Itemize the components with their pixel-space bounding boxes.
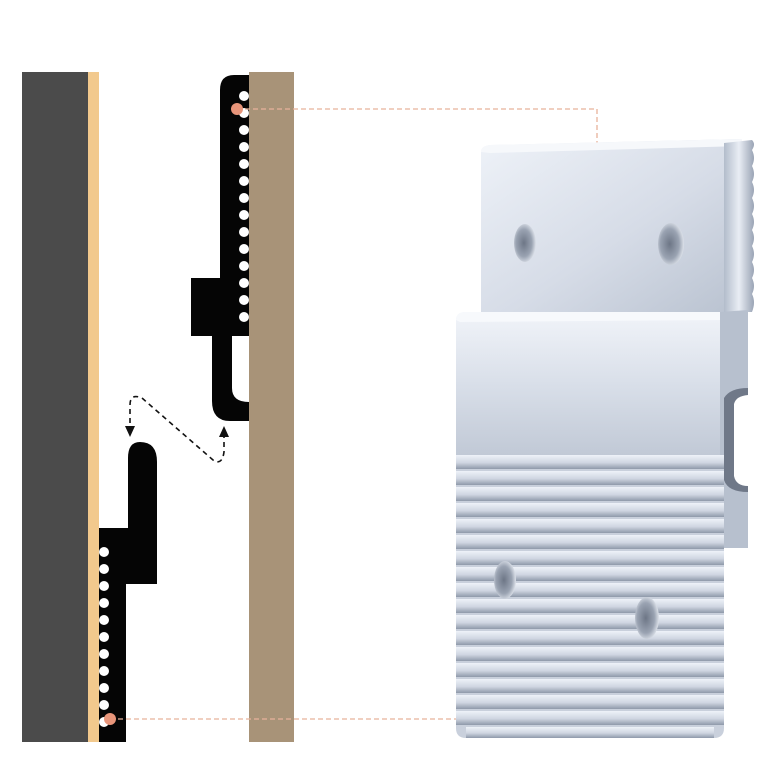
cross-section <box>22 72 294 742</box>
callout-dot-lower-section <box>104 713 116 725</box>
mounting-hole-upper-left <box>514 224 536 262</box>
upper-clip-profile <box>191 75 249 421</box>
lower-clip-profile <box>99 442 157 742</box>
lower-ribbed-plate <box>456 455 724 738</box>
upper-plate <box>481 139 754 312</box>
dashed-engagement-arrow-icon <box>125 395 229 463</box>
adhesive-strip <box>88 72 99 742</box>
middle-step <box>456 310 748 548</box>
mounting-hole-lower-right <box>635 597 659 639</box>
callout-dot-upper-section <box>231 103 243 115</box>
wall-board <box>249 72 294 742</box>
lower-clip-teeth <box>99 547 109 727</box>
mounting-hole-lower-left <box>494 561 516 599</box>
upper-clip-teeth <box>239 91 249 322</box>
z-clip-3d-render <box>456 139 754 738</box>
panel <box>22 72 88 742</box>
mounting-hole-upper-right <box>658 223 684 265</box>
